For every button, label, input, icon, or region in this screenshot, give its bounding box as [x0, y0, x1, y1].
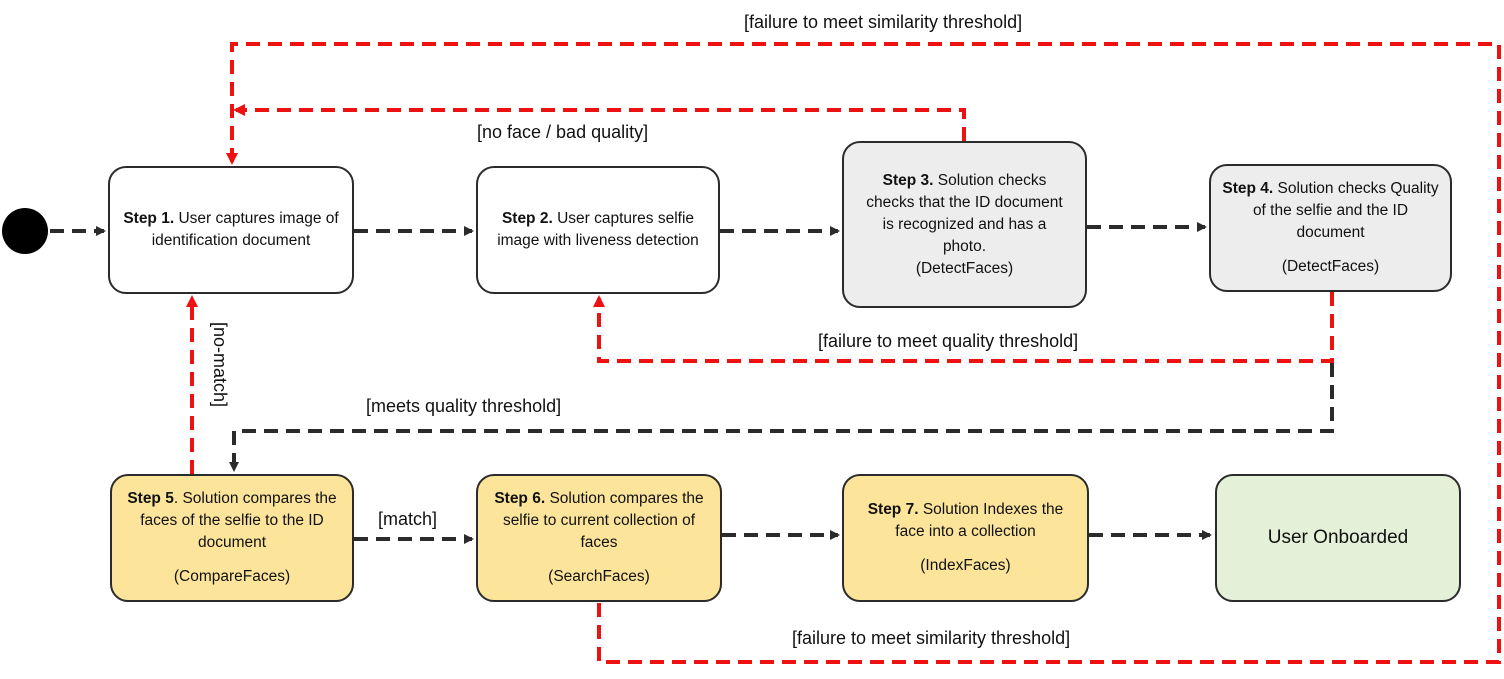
edge-quality-fail-to-step2: [593, 292, 1334, 363]
node-step6-text: Step 6. Solution compares the selfie to …: [488, 488, 710, 554]
node-step3-description: Solution checks checks that the ID docum…: [866, 171, 1063, 255]
node-step4: Step 4. Solution checks Quality of the s…: [1209, 164, 1452, 292]
node-step3-title: Step 3.: [882, 171, 934, 189]
node-step1-description: User captures image of identification do…: [151, 210, 339, 249]
node-step1-text: Step 1. User captures image of identific…: [120, 208, 342, 252]
node-step5-description: . Solution compares the faces of the sel…: [140, 490, 337, 551]
node-step6: Step 6. Solution compares the selfie to …: [476, 474, 722, 602]
node-step3: Step 3. Solution checks checks that the …: [842, 141, 1087, 308]
node-step5-api: (CompareFaces): [173, 568, 291, 585]
node-step5-title: Step 5: [127, 490, 174, 507]
node-step2: Step 2. User captures selfie image with …: [476, 166, 720, 294]
node-step6-description: Solution compares the selfie to current …: [502, 490, 704, 551]
node-step6-title: Step 6.: [494, 490, 546, 507]
node-step3-api: (DetectFaces): [915, 259, 1014, 277]
node-step4-description: Solution checks Quality of the selfie an…: [1252, 180, 1439, 241]
node-step6-api: (SearchFaces): [548, 568, 650, 585]
label-no-face: [no face / bad quality]: [477, 122, 649, 142]
node-step5-text: Step 5. Solution compares the faces of t…: [120, 488, 344, 554]
label-similarity-fail-top: [failure to meet similarity threshold]: [744, 12, 1023, 32]
label-similarity-fail-bottom: [failure to meet similarity threshold]: [792, 628, 1071, 648]
node-step1: Step 1. User captures image of identific…: [108, 166, 354, 294]
edge-similarity-fail-to-step1: [226, 42, 1501, 664]
node-step7-title: Step 7.: [867, 501, 919, 518]
node-user-onboarded: User Onboarded: [1215, 474, 1461, 602]
node-step1-title: Step 1.: [123, 210, 175, 227]
node-step3-text: Step 3. Solution checks checks that the …: [862, 170, 1067, 258]
node-step4-text: Step 4. Solution checks Quality of the s…: [1221, 178, 1440, 244]
node-step4-title: Step 4.: [1222, 180, 1274, 197]
node-step2-text: Step 2. User captures selfie image with …: [488, 208, 708, 252]
node-step5: Step 5. Solution compares the faces of t…: [110, 474, 354, 602]
node-step2-description: User captures selfie image with liveness…: [497, 210, 699, 249]
label-match: [match]: [378, 509, 438, 529]
edge-step4-to-step5: [229, 363, 1334, 472]
node-step7-description: Solution Indexes the face into a collect…: [895, 501, 1064, 540]
node-user-onboarded-text: User Onboarded: [1267, 527, 1409, 548]
edge-no-face-to-step1: [233, 104, 966, 141]
node-step4-api: (DetectFaces): [1281, 258, 1380, 275]
node-step7-text: Step 7. Solution Indexes the face into a…: [854, 499, 1077, 543]
start-node: [2, 208, 48, 254]
label-meets-quality: [meets quality threshold]: [366, 396, 562, 416]
node-step7-api: (IndexFaces): [920, 557, 1011, 574]
node-step2-title: Step 2.: [501, 210, 553, 227]
label-no-match: [no-match]: [210, 322, 230, 408]
label-quality-fail: [failure to meet quality threshold]: [818, 331, 1079, 351]
node-step7: Step 7. Solution Indexes the face into a…: [842, 474, 1089, 602]
